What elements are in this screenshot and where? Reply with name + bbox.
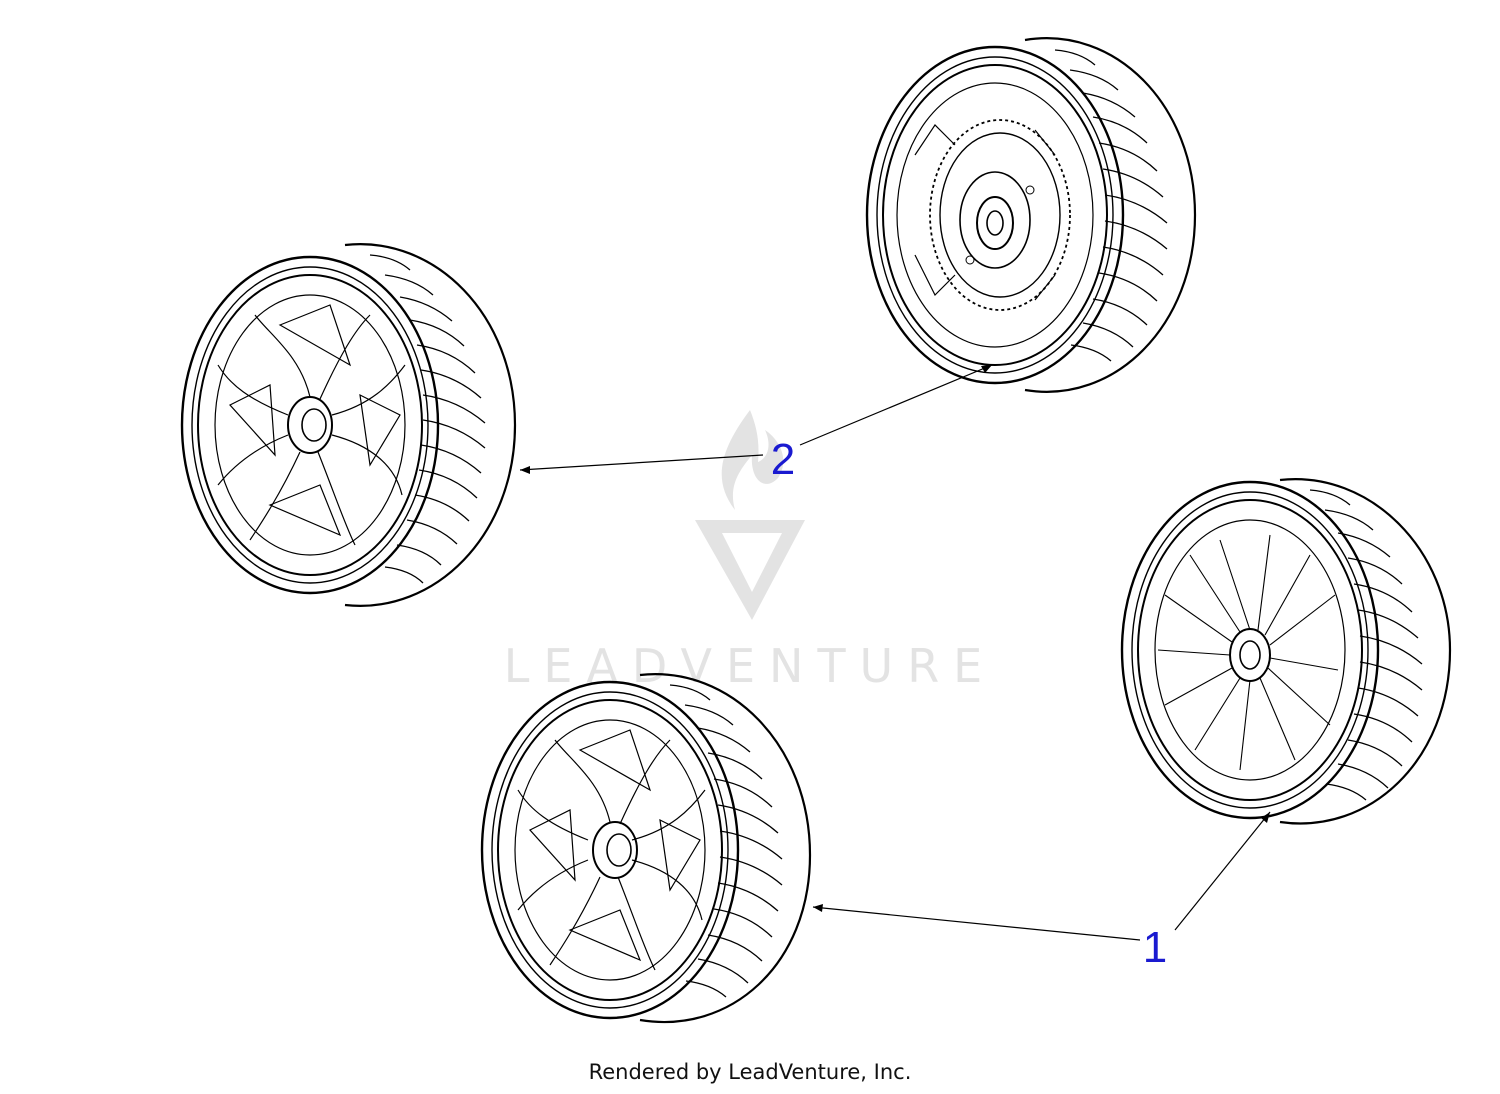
wheel-gear-drive (865, 37, 1197, 393)
leader-line-2b (799, 364, 993, 446)
watermark-text: LEADVENTURE (504, 639, 997, 693)
leader-lines (519, 364, 1271, 941)
leader-line-2a (519, 454, 764, 471)
footer-credit: Rendered by LeadVenture, Inc. (588, 1060, 912, 1084)
arrowhead-icon (813, 904, 823, 912)
wheel-front-left (180, 243, 517, 607)
arrowhead-icon (1261, 812, 1270, 823)
watermark-v-icon (695, 520, 805, 620)
callout-number-2: 2 (771, 435, 795, 484)
wheel-rear-right (1120, 478, 1452, 825)
arrowhead-icon (520, 466, 530, 474)
leader-line-1b (1174, 811, 1271, 931)
wheel-front-center (480, 673, 812, 1024)
watermark: LEADVENTURE (504, 410, 997, 693)
callout-number-1: 1 (1143, 923, 1167, 972)
watermark-flame-icon (721, 410, 784, 510)
leader-line-1a (812, 906, 1141, 941)
arrowhead-icon (981, 365, 992, 373)
